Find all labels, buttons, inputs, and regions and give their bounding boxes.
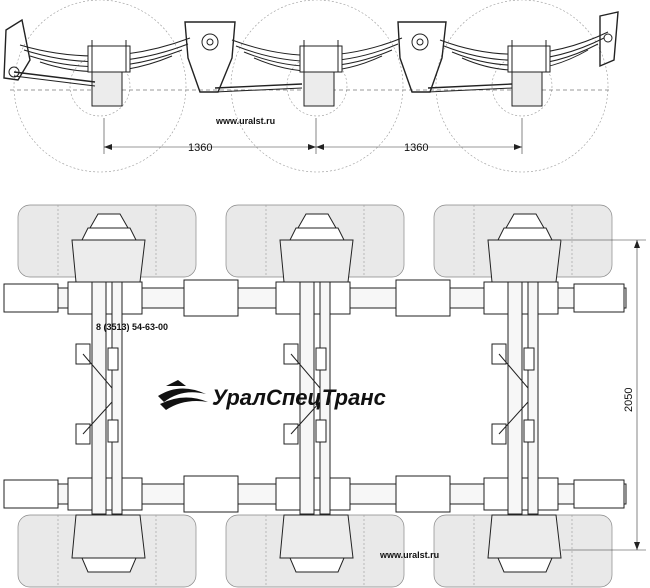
track-dimension: 2050 — [562, 239, 646, 551]
axle-tubes — [91, 281, 539, 515]
phone-label: 8 (3513) 54-63-00 — [96, 322, 168, 332]
reaction-rods — [13, 71, 513, 93]
wheel-1-outline — [13, 0, 187, 173]
logo-text: УралСпецТранс — [212, 385, 386, 410]
hubs-bottom — [71, 514, 562, 573]
wheel-2-outline — [230, 0, 404, 173]
frame-beams — [3, 279, 627, 513]
dim-2050: 2050 — [623, 388, 635, 412]
side-axle-housings — [87, 40, 551, 107]
wheel-3-outline — [435, 0, 609, 173]
hubs-top — [71, 213, 562, 283]
side-view: www.uralst.ru 1360 1360 — [3, 0, 619, 173]
brake-components — [75, 343, 535, 445]
website-label-top: www.uralst.ru — [215, 116, 275, 126]
logo-swoosh-icon — [158, 380, 208, 410]
dim-1360-b: 1360 — [404, 142, 428, 154]
website-label-bottom: www.uralst.ru — [379, 550, 439, 560]
company-logo: УралСпецТранс — [158, 380, 386, 410]
dim-1360-a: 1360 — [188, 142, 212, 154]
wheelbase-dimension: 1360 1360 — [103, 118, 523, 154]
plan-view: 2050 8 (3513) 54-63-00 УралСпецТранс www… — [3, 204, 646, 588]
